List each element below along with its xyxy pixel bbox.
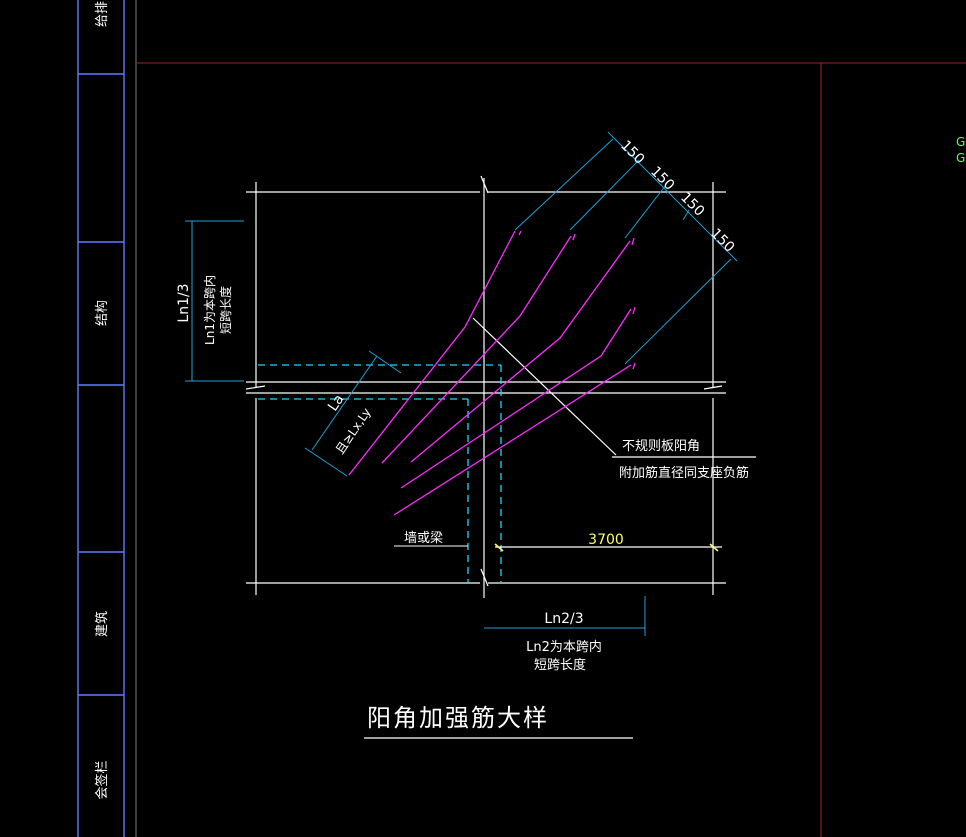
corner-note-2: 附加筋直径同支座负筋 (619, 465, 749, 481)
dim-150-label-1: 150 (617, 138, 647, 168)
la-annotation: La 且≥Lx,Ly (325, 392, 374, 457)
title-block-label-architecture: 建筑 (94, 611, 110, 637)
corner-notes: 不规则板阳角 附加筋直径同支座负筋 (619, 439, 749, 481)
sheet-border (136, 62, 966, 837)
dimension-lines (185, 131, 738, 636)
dim-150-label-3: 150 (677, 190, 707, 220)
wall-label: 墙或梁 (404, 531, 443, 546)
title-block (77, 0, 125, 837)
corner-note-1: 不规则板阳角 (622, 439, 700, 454)
dimension-150-labels: 150 150 150 150 (617, 138, 737, 256)
dim-150-label-4: 150 (707, 226, 737, 256)
title-block-label-plumbing: 给排 (95, 1, 110, 27)
ln1-annotation: Ln1/3 Ln1为本跨内 短跨长度 (176, 275, 233, 345)
title-block-label-countersign: 会签栏 (94, 760, 110, 799)
side-cut-labels: GI GI (956, 135, 966, 165)
dimension-3700-label: 3700 (588, 532, 624, 548)
ln2-note-2: 短跨长度 (534, 657, 586, 673)
dimension-3700: 3700 (494, 532, 722, 552)
title-block-label-structure: 结构 (95, 300, 110, 326)
drawing-title-group: 阳角加强筋大样 (364, 704, 633, 739)
ln1-note-2: 短跨长度 (218, 286, 233, 334)
ln2-note-1: Ln2为本跨内 (526, 639, 602, 655)
ln1-note-1: Ln1为本跨内 (203, 275, 217, 345)
side-cut-label-2: GI (956, 151, 966, 165)
reinforcing-bars (348, 230, 636, 516)
wall-beam-dashed (258, 364, 502, 583)
la-label: La (325, 392, 347, 415)
ln1-label: Ln1/3 (176, 283, 192, 322)
dim-150-label-2: 150 (647, 164, 677, 194)
drawing-title: 阳角加强筋大样 (367, 704, 549, 732)
slab-outline (245, 175, 756, 598)
ln2-label: Ln2/3 (544, 611, 583, 627)
ln2-annotation: Ln2/3 Ln2为本跨内 短跨长度 (526, 611, 602, 673)
side-cut-label-1: GI (956, 135, 966, 149)
title-block-labels: 给排 结构 建筑 会签栏 (94, 1, 110, 800)
wall-annotation: 墙或梁 (394, 531, 468, 547)
